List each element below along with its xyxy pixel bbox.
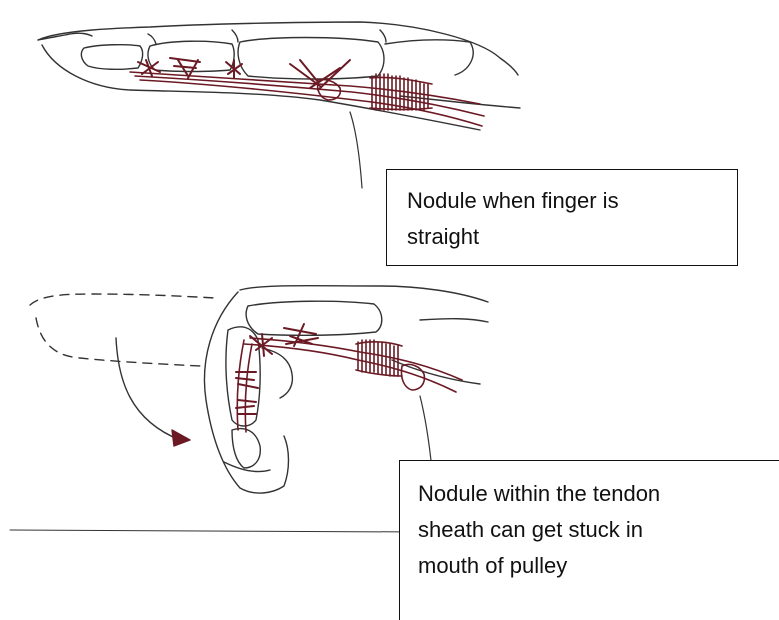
callout-bent-finger: Nodule within the tendon sheath can get … — [399, 460, 779, 620]
bent-finger-outline — [240, 286, 488, 302]
leader-line-2 — [420, 396, 432, 470]
callout-text: Nodule when finger is — [407, 183, 737, 219]
callout-straight-finger: Nodule when finger is straight — [386, 169, 738, 266]
flexor-tendon — [244, 344, 456, 392]
knuckle-outline — [262, 348, 292, 398]
flexor-tendon-bent — [245, 344, 252, 432]
metacarpal-bone — [385, 40, 473, 75]
leader-line-1 — [350, 112, 362, 188]
callout-text: mouth of pulley — [418, 548, 779, 584]
callout-text: straight — [407, 219, 737, 255]
motion-arrow-head — [172, 430, 190, 446]
baseline — [10, 530, 420, 532]
joint-crease — [232, 30, 238, 42]
distal-bone-bent — [232, 429, 260, 468]
bent-finger-tendon — [236, 324, 462, 432]
joint-crease — [148, 34, 156, 44]
motion-arrow-path — [116, 338, 180, 440]
finger-outline-upper — [38, 22, 518, 75]
distal-bone — [81, 45, 142, 70]
proximal-bone — [246, 301, 382, 335]
bent-fingertip — [224, 462, 270, 472]
finger-outline-lower — [42, 45, 480, 130]
palm-line — [420, 319, 488, 322]
callout-text: Nodule within the tendon — [418, 476, 779, 512]
callout-text: sheath can get stuck in — [418, 512, 779, 548]
joint-crease — [380, 30, 386, 42]
dashed-straight-outline — [30, 294, 215, 305]
straight-finger-drawing — [38, 22, 520, 130]
